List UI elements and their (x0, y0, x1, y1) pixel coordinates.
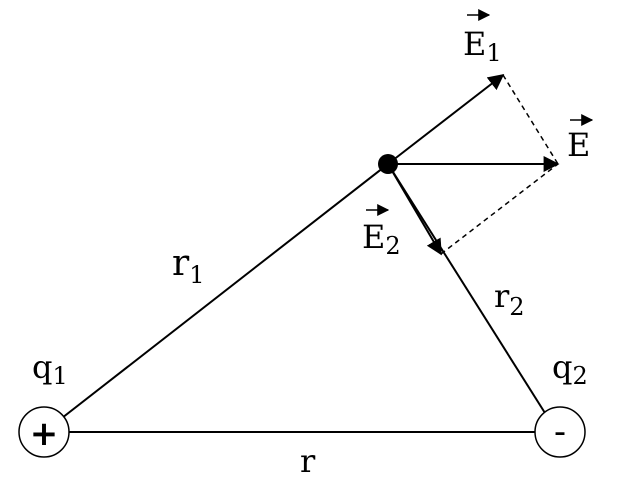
vector-e2 (387, 163, 442, 256)
charge-q2-circle (534, 406, 586, 458)
label-r1: r1 (172, 243, 205, 289)
label-e1: E1 (463, 9, 502, 67)
charge-q1-sign: + (30, 414, 59, 454)
svg-text:E2: E2 (362, 218, 401, 260)
charge-q1-circle (18, 406, 70, 458)
label-r: r (300, 442, 316, 480)
line-r2 (387, 163, 546, 414)
label-q1: q1 (32, 348, 68, 390)
svg-text:E: E (567, 126, 590, 164)
charge-q2-sign: - (554, 412, 566, 452)
field-point (378, 154, 398, 174)
vector-e1 (387, 74, 505, 165)
svg-text:E1: E1 (463, 25, 502, 67)
line-r1 (43, 163, 389, 433)
label-q2: q2 (552, 348, 588, 390)
dashed-e1-to-e (502, 74, 559, 165)
label-e2: E2 (362, 204, 401, 260)
label-e: E (567, 114, 594, 164)
label-r2: r2 (494, 277, 525, 321)
dashed-e2-to-e (440, 163, 559, 255)
